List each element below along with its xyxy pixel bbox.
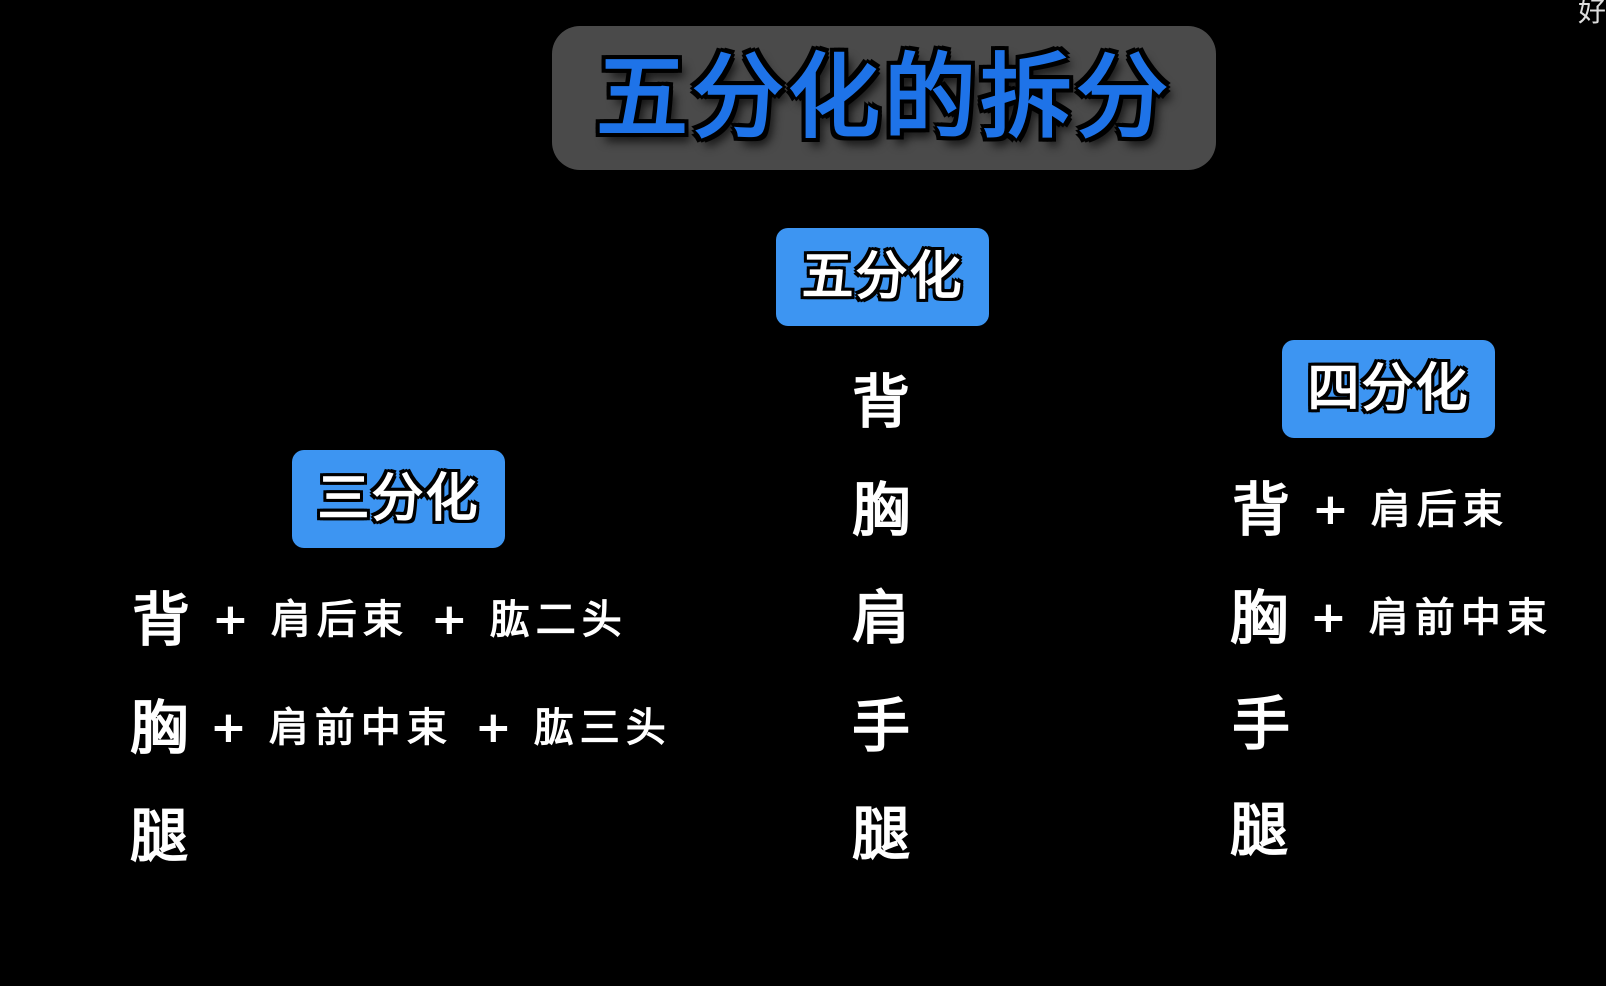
four-split-row-main: 胸 <box>1230 584 1289 652</box>
five-split-item-back: 背 <box>852 362 910 442</box>
plus-sign: + <box>1310 592 1347 643</box>
five-split-item-shoulder: 肩 <box>852 578 910 658</box>
five-split-badge: 五分化 <box>776 228 989 326</box>
five-split-item-label: 肩 <box>852 584 911 652</box>
four-split-row-part: 肩后束 <box>1370 486 1509 533</box>
page-title: 五分化的拆分 <box>595 44 1172 151</box>
three-split-badge: 三分化 <box>292 450 505 548</box>
five-split-item-arm: 手 <box>852 686 910 766</box>
three-split-row-part: 肩前中束 <box>268 704 453 751</box>
five-split-item-leg: 腿 <box>852 794 910 874</box>
three-split-row-main: 胸 <box>130 694 189 762</box>
five-split-item-chest: 胸 <box>852 470 910 550</box>
three-split-row-main: 腿 <box>130 802 189 870</box>
three-split-row-part: 肱二头 <box>489 596 628 643</box>
three-split-row-part: 肱三头 <box>533 704 672 751</box>
three-split-row-chest: 胸 + 肩前中束 + 肱三头 <box>130 688 672 768</box>
five-split-item-label: 手 <box>852 692 911 760</box>
five-split-item-label: 胸 <box>852 476 911 544</box>
four-split-badge-label: 四分化 <box>1307 359 1470 419</box>
three-split-row-part: 肩后束 <box>270 596 409 643</box>
five-split-item-label: 腿 <box>852 800 911 868</box>
three-split-row-main: 背 <box>132 586 191 654</box>
plus-sign: + <box>430 594 468 645</box>
five-split-badge-label: 五分化 <box>801 247 964 307</box>
four-split-row-back: 背 + 肩后束 <box>1232 470 1509 550</box>
plus-sign: + <box>212 594 249 645</box>
four-split-row-main: 手 <box>1232 690 1291 758</box>
plus-sign: + <box>210 702 247 753</box>
four-split-row-arm: 手 <box>1232 684 1290 764</box>
four-split-row-main: 背 <box>1232 476 1291 544</box>
four-split-row-leg: 腿 <box>1230 790 1288 870</box>
four-split-row-chest: 胸 + 肩前中束 <box>1230 578 1553 658</box>
five-split-item-label: 背 <box>852 368 911 436</box>
plus-sign: + <box>474 702 512 753</box>
three-split-row-leg: 腿 <box>130 796 188 876</box>
three-split-row-back: 背 + 肩后束 + 肱二头 <box>132 580 628 660</box>
plus-sign: + <box>1312 484 1349 535</box>
three-split-badge-label: 三分化 <box>317 469 480 529</box>
four-split-row-part: 肩前中束 <box>1368 594 1553 641</box>
title-box: 五分化的拆分 <box>552 26 1216 170</box>
corner-mark: 好 <box>1577 0 1606 28</box>
four-split-row-main: 腿 <box>1230 796 1289 864</box>
four-split-badge: 四分化 <box>1282 340 1495 438</box>
